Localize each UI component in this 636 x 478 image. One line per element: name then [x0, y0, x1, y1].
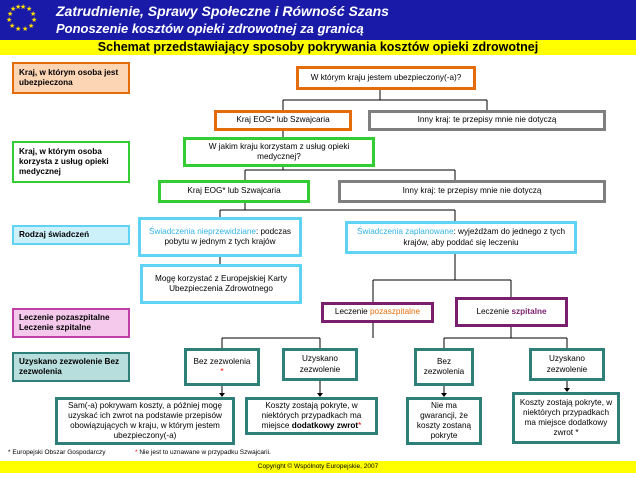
authorisation-box-2: Uzyskano zezwolenie	[529, 348, 605, 381]
costs-covered-star-1: *	[358, 421, 362, 431]
no-guarantee-box: Nie ma gwarancji, że koszty zostaną pokr…	[406, 397, 482, 445]
question-insured-country: W którym kraju jestem ubezpieczony(-a)?	[296, 66, 476, 90]
outpatient-care-box: Leczenie pozaszpitalne	[321, 302, 434, 323]
unplanned-care-box: Świadczenia nieprzewidziane: podczas pob…	[138, 217, 302, 257]
label-care-country: Kraj, w którym osoba korzysta z usług op…	[12, 141, 130, 183]
other-country-box-2: Inny kraj: te przepisy mnie nie dotyczą	[338, 180, 606, 203]
footnote-switzerland-text: Nie jest to uznawane w przypadku Szwajca…	[139, 449, 271, 456]
planned-care-text: : wyjeżdżam do jednego z tych krajów, ab…	[403, 227, 565, 247]
inpatient-prefix: Leczenie	[476, 306, 512, 316]
no-authorisation-box-1: Bez zezwolenia*	[184, 348, 260, 386]
svg-text:★: ★	[20, 3, 26, 11]
footnote-eea: * Europejski Obszar Gospodarczy	[8, 449, 106, 456]
footnote-switzerland-star: *	[135, 449, 138, 456]
planned-care-title: Świadczenia zaplanowane	[357, 227, 454, 237]
no-authorisation-text-1: Bez zezwolenia	[193, 356, 251, 366]
eu-flag-logo: ★★★ ★★★ ★★★ ★★★	[2, 2, 42, 36]
svg-text:★: ★	[31, 16, 37, 24]
additional-refund-text: dodatkowy zwrot	[291, 421, 359, 431]
outpatient-word: pozaszpitalne	[369, 307, 421, 317]
svg-text:★: ★	[22, 25, 28, 33]
inpatient-word: szpitalne	[511, 306, 547, 316]
label-care-type: Leczenie pozaszpitalne Leczenie szpitaln…	[12, 308, 130, 338]
inpatient-care-box: Leczenie szpitalne	[455, 297, 568, 327]
header-banner	[0, 0, 636, 40]
question-care-country: W jakim kraju korzystam z usług opieki m…	[183, 137, 375, 167]
header-title: Zatrudnienie, Sprawy Społeczne i Równość…	[56, 3, 389, 19]
label-insured-country: Kraj, w którym osoba jest ubezpieczona	[12, 62, 130, 94]
footer-copyright: Copyright © Wspólnoty Europejskie, 2007	[257, 463, 379, 470]
ehic-box: Mogę korzystać z Europejskiej Karty Ubez…	[140, 264, 302, 304]
main-title: Schemat przedstawiający sposoby pokrywan…	[97, 40, 539, 54]
main-title-bar	[0, 40, 636, 55]
svg-text:★: ★	[28, 22, 34, 30]
planned-care-box: Świadczenia zaplanowane: wyjeżdżam do je…	[345, 221, 577, 254]
svg-text:★: ★	[15, 3, 21, 11]
unplanned-care-text: : podczas pobytu w jednym z tych krajów	[164, 226, 291, 246]
eea-switzerland-box-2: Kraj EOG* lub Szwajcaria	[158, 180, 310, 203]
no-authorisation-star-1: *	[220, 367, 224, 376]
svg-text:★: ★	[6, 16, 12, 24]
label-authorisation: Uzyskano zezwolenie Bez zezwolenia	[12, 352, 130, 382]
costs-covered-box-2: Koszty zostają pokryte, w niektórych prz…	[512, 392, 620, 444]
svg-text:★: ★	[15, 25, 21, 33]
pay-later-box: Sam(-a) pokrywam koszty, a później mogę …	[55, 397, 235, 445]
eea-switzerland-box-1: Kraj EOG* lub Szwajcaria	[214, 110, 352, 131]
no-authorisation-box-2: Bez zezwolenia	[414, 348, 474, 386]
svg-text:★: ★	[9, 22, 15, 30]
footer-bar	[0, 461, 636, 473]
svg-text:★: ★	[26, 5, 32, 13]
label-benefit-type: Rodzaj świadczeń	[12, 225, 130, 245]
header-subtitle: Ponoszenie kosztów opieki zdrowotnej za …	[56, 21, 364, 36]
footnote-switzerland: * Nie jest to uznawane w przypadku Szwaj…	[135, 449, 271, 456]
outpatient-prefix: Leczenie	[334, 307, 370, 317]
svg-text:★: ★	[10, 5, 16, 13]
authorisation-box-1: Uzyskano zezwolenie	[282, 348, 358, 381]
costs-covered-text-2: Koszty zostają pokryte, w niektórych prz…	[519, 397, 613, 438]
svg-text:★: ★	[30, 10, 36, 18]
svg-text:★: ★	[7, 10, 13, 18]
unplanned-care-title: Świadczenia nieprzewidziane	[148, 226, 256, 236]
other-country-box-1: Inny kraj: te przepisy mnie nie dotyczą	[368, 110, 606, 131]
costs-covered-star-2: *	[573, 428, 579, 438]
costs-covered-text-1: Koszty zostają pokryte, w niektórych prz…	[261, 400, 362, 431]
costs-covered-box-1: Koszty zostają pokryte, w niektórych prz…	[245, 397, 378, 435]
